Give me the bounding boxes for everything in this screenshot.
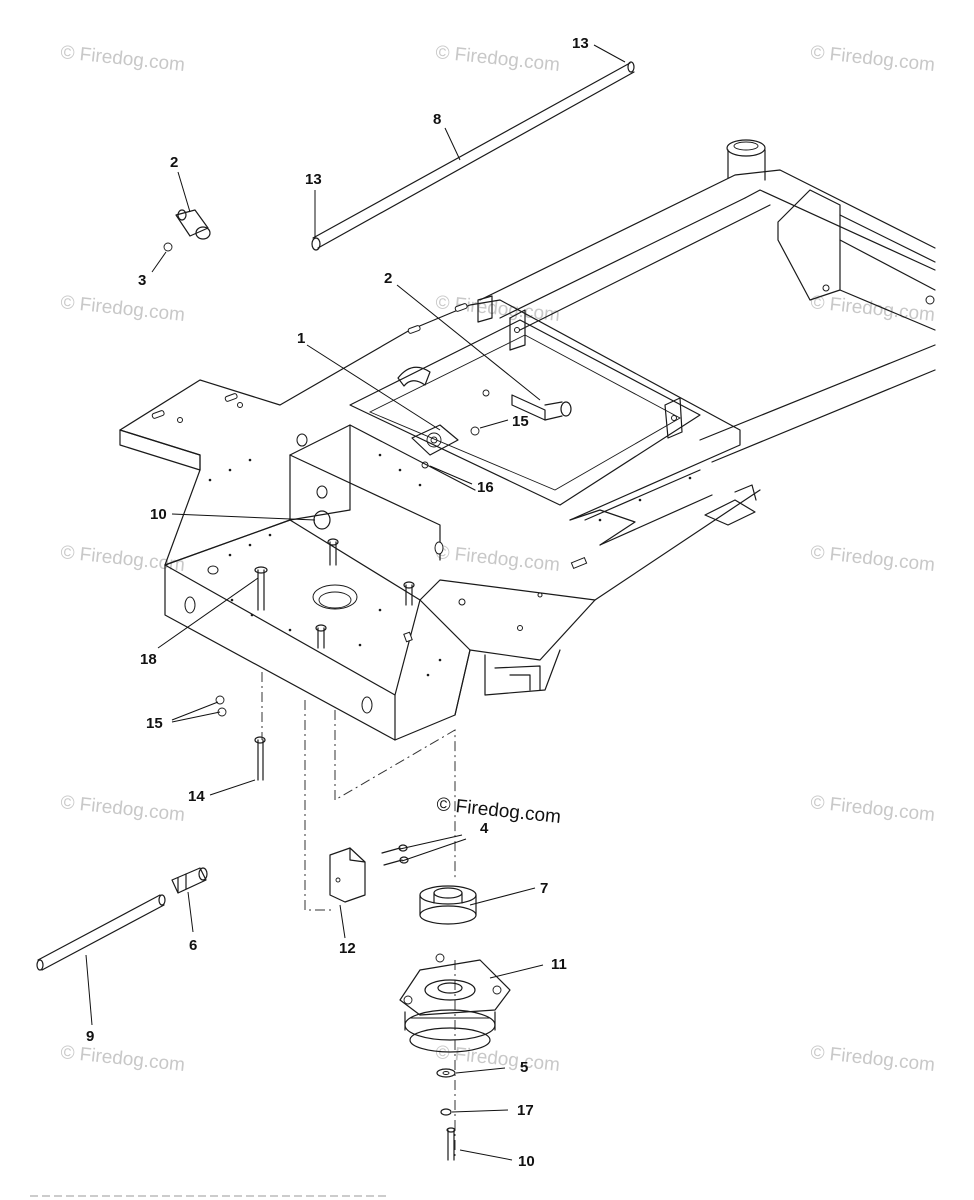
- shaft-part-8: [311, 61, 635, 251]
- callout-1: 1: [297, 330, 305, 347]
- washer-parts-5-17-10: [436, 1068, 456, 1161]
- callout-13: 13: [572, 35, 589, 52]
- tube-part-9: [36, 894, 166, 971]
- main-deck-plate: [119, 295, 741, 546]
- callout-15: 15: [146, 715, 163, 732]
- clutch-part-11: [399, 953, 511, 1053]
- front-box-frame: [164, 424, 692, 741]
- watermark: © Firedog.com: [59, 42, 185, 76]
- watermark: © Firedog.com: [809, 42, 935, 76]
- watermark: © Firedog.com: [434, 42, 560, 76]
- callout-13: 13: [305, 171, 322, 188]
- bolts-parts-15-14: [215, 695, 266, 781]
- callout-6: 6: [189, 937, 197, 954]
- callout-17: 17: [517, 1102, 534, 1119]
- callout-2: 2: [384, 270, 392, 287]
- callout-14: 14: [188, 788, 205, 805]
- watermark: © Firedog.com: [809, 292, 935, 326]
- callout-15: 15: [512, 413, 529, 430]
- callout-3: 3: [138, 272, 146, 289]
- callout-18: 18: [140, 651, 157, 668]
- callout-10: 10: [518, 1153, 535, 1170]
- watermark: © Firedog.com: [59, 1042, 185, 1076]
- coupler-part-6: [171, 867, 208, 894]
- pulley-part-7: [419, 885, 477, 925]
- bushing-part-2: [163, 209, 211, 252]
- callout-2: 2: [170, 154, 178, 171]
- callout-7: 7: [540, 880, 548, 897]
- bracket-part-12: [329, 844, 409, 903]
- watermarks: © Firedog.com © Firedog.com © Firedog.co…: [59, 42, 935, 1076]
- callout-12: 12: [339, 940, 356, 957]
- brand-watermark: © Firedog.com: [435, 794, 561, 828]
- watermark: © Firedog.com: [434, 542, 560, 576]
- callout-10: 10: [150, 506, 167, 523]
- watermark: © Firedog.com: [59, 292, 185, 326]
- callout-8: 8: [433, 111, 441, 128]
- frame-hardware: [254, 366, 572, 649]
- watermark: © Firedog.com: [809, 792, 935, 826]
- callout-9: 9: [86, 1028, 94, 1045]
- callout-11: 11: [551, 956, 567, 973]
- callouts: 13 8 13 2 3 2 1 15 16 10 18 15 14 4 7 12…: [86, 35, 589, 1170]
- callout-5: 5: [520, 1059, 528, 1076]
- assembly-centerlines: [261, 672, 456, 1160]
- frame-rails: [479, 139, 936, 601]
- watermark: © Firedog.com: [59, 792, 185, 826]
- leader-lines: [85, 44, 626, 1161]
- rivet-dots: [208, 453, 692, 677]
- watermark: © Firedog.com: [809, 542, 935, 576]
- callout-4: 4: [480, 820, 489, 837]
- callout-16: 16: [477, 479, 494, 496]
- watermark: © Firedog.com: [809, 1042, 935, 1076]
